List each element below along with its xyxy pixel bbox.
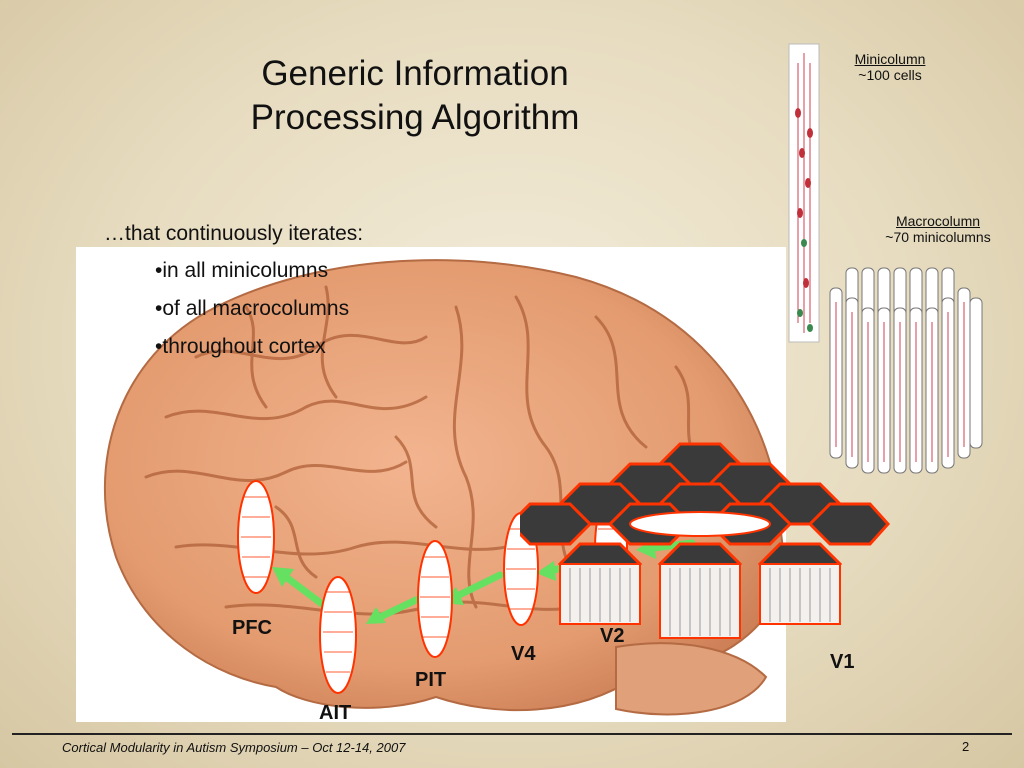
cerebellum <box>615 642 768 716</box>
label-v2: V2 <box>600 625 625 647</box>
title-line-2: Processing Algorithm <box>250 98 580 137</box>
arrow-ait-to-pfc <box>282 573 330 611</box>
label-v4: V4 <box>511 643 536 665</box>
macrocolumn-caption: Macrocolumn ~70 minicolumns <box>868 213 1008 245</box>
ait-hexcolumn <box>319 576 357 694</box>
label-pit: PIT <box>415 669 447 691</box>
bullet-item: of all macrocolumns <box>155 297 349 335</box>
label-pfc: PFC <box>232 617 272 639</box>
label-ait: AIT <box>319 702 352 724</box>
title-line-1: Generic Information <box>261 54 569 93</box>
macrocolumn-illustration <box>829 267 983 474</box>
bullet-item: throughout cortex <box>155 335 349 373</box>
minicolumn-detail: ~100 cells <box>858 67 922 83</box>
intro-text: …that continuously iterates: <box>104 222 364 245</box>
minicolumn-caption: Minicolumn ~100 cells <box>838 51 942 83</box>
arrow-pit-to-ait <box>372 595 422 623</box>
minicolumn-label: Minicolumn <box>854 51 926 67</box>
v1-activity-patch <box>629 511 771 537</box>
footer-divider <box>12 733 1012 735</box>
minicolumn-illustration <box>788 43 820 343</box>
label-v1: V1 <box>830 651 855 673</box>
bullet-list: in all minicolumns of all macrocolumns t… <box>155 259 349 373</box>
slide-title: Generic Information Processing Algorithm <box>170 52 660 140</box>
footer-text: Cortical Modularity in Autism Symposium … <box>62 740 406 755</box>
macrocolumn-detail: ~70 minicolumns <box>885 229 991 245</box>
page-number: 2 <box>962 739 970 754</box>
v1-macrocolumn-grid <box>520 442 890 639</box>
v1-hex <box>807 502 890 546</box>
bullet-item: in all minicolumns <box>155 259 349 297</box>
macrocolumn-label: Macrocolumn <box>895 213 981 229</box>
pit-hexcolumn <box>417 540 453 658</box>
v1-hex <box>520 502 593 546</box>
